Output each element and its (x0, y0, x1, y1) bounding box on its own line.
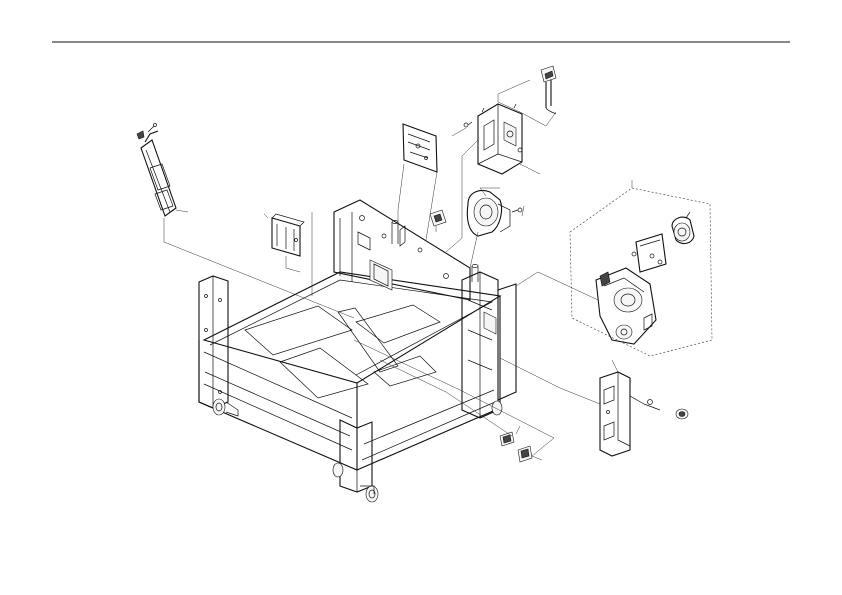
cable-harness (136, 123, 177, 217)
pcb-board (402, 121, 473, 173)
main-frame (198, 199, 517, 493)
bushing (643, 399, 689, 420)
drive-housing (477, 103, 523, 175)
caster-wheels (212, 398, 503, 503)
bottom-connector-a (499, 431, 515, 447)
connector-top (540, 65, 557, 115)
mounting-bracket (271, 213, 305, 257)
bottom-connector-b (517, 445, 533, 463)
side-cover-bracket (599, 371, 645, 457)
small-connector (429, 209, 447, 227)
gear-motor-assembly (466, 189, 523, 237)
leader-lines (163, 79, 633, 461)
gear-drive-subassembly (569, 187, 713, 357)
